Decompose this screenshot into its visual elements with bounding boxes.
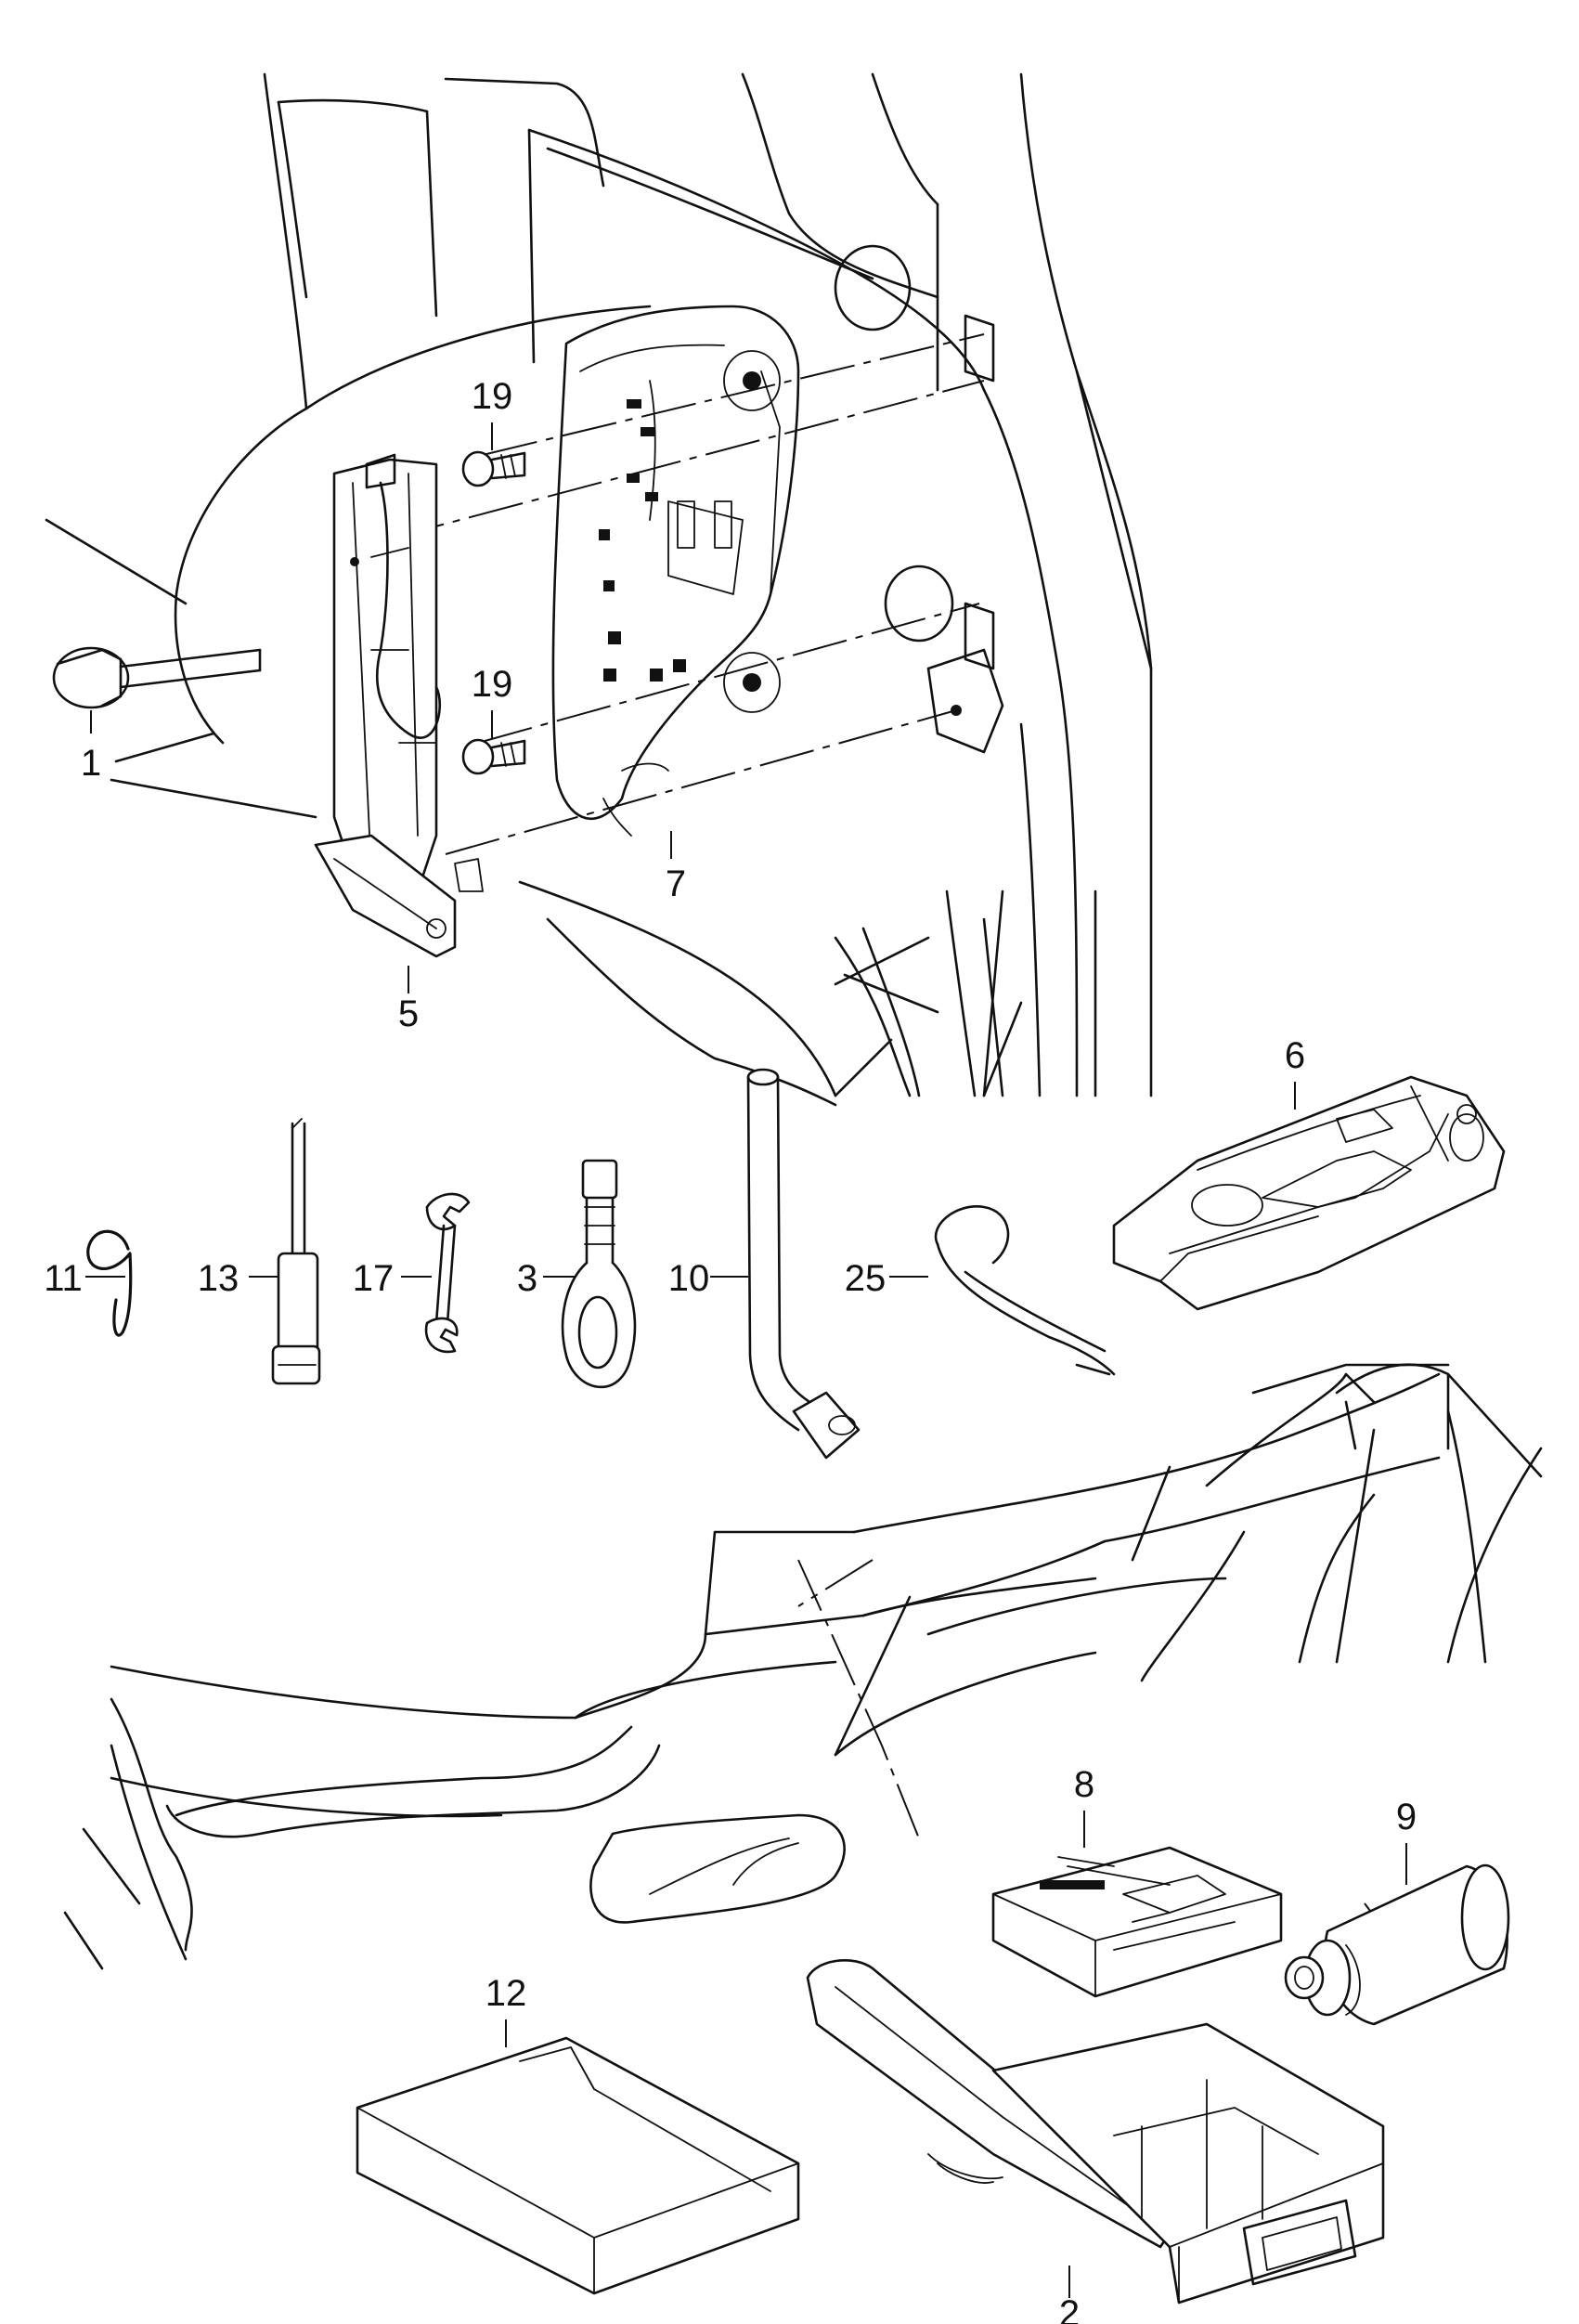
callout-2: 2 <box>1059 2293 1080 2324</box>
towing-eye-3 <box>561 1159 637 1389</box>
first-aid-kit-8 <box>991 1846 1283 1998</box>
callout-5: 5 <box>398 993 419 1034</box>
vehicle-body-outline <box>45 72 1153 1107</box>
callout-25: 25 <box>845 1258 887 1299</box>
callout-1: 1 <box>81 743 101 784</box>
mounting-bracket-7 <box>551 305 800 837</box>
callout-13: 13 <box>198 1258 239 1299</box>
tool-box-2 <box>806 1958 1385 2305</box>
callout-8: 8 <box>1074 1764 1094 1805</box>
callout-7: 7 <box>666 863 686 904</box>
boot-floor-outline <box>63 1363 1543 1970</box>
body-mount-points <box>926 314 1004 754</box>
leader-lines <box>85 422 1407 2298</box>
foam-insert-6 <box>1112 1075 1506 1311</box>
screwdriver-13 <box>271 1118 321 1385</box>
wheel-brace-10 <box>746 1068 861 1460</box>
callout-6: 6 <box>1285 1035 1305 1076</box>
handwritten-mark-11 <box>86 1229 133 1337</box>
bolt-19-upper <box>461 450 526 487</box>
wrench-17 <box>424 1192 471 1354</box>
foam-block-12 <box>356 2036 800 2295</box>
hand-crank-knob-1 <box>52 646 262 709</box>
callout-labels: 1 19 19 5 7 6 11 13 17 3 10 25 8 9 12 2 <box>44 376 1417 2324</box>
callout-9: 9 <box>1396 1797 1417 1837</box>
jack-5 <box>314 453 484 958</box>
callout-19-lower: 19 <box>472 664 513 705</box>
bolt-19-lower <box>461 738 526 775</box>
callout-19-upper: 19 <box>472 376 513 417</box>
sealant-bottle-9 <box>1284 1863 1510 2026</box>
alignment-lines <box>389 333 1393 1941</box>
callout-12: 12 <box>485 1973 527 2014</box>
callout-3: 3 <box>517 1258 537 1299</box>
callout-17: 17 <box>353 1258 395 1299</box>
callout-10: 10 <box>668 1258 710 1299</box>
strap-25 <box>934 1205 1116 1376</box>
callout-11: 11 <box>44 1258 83 1299</box>
